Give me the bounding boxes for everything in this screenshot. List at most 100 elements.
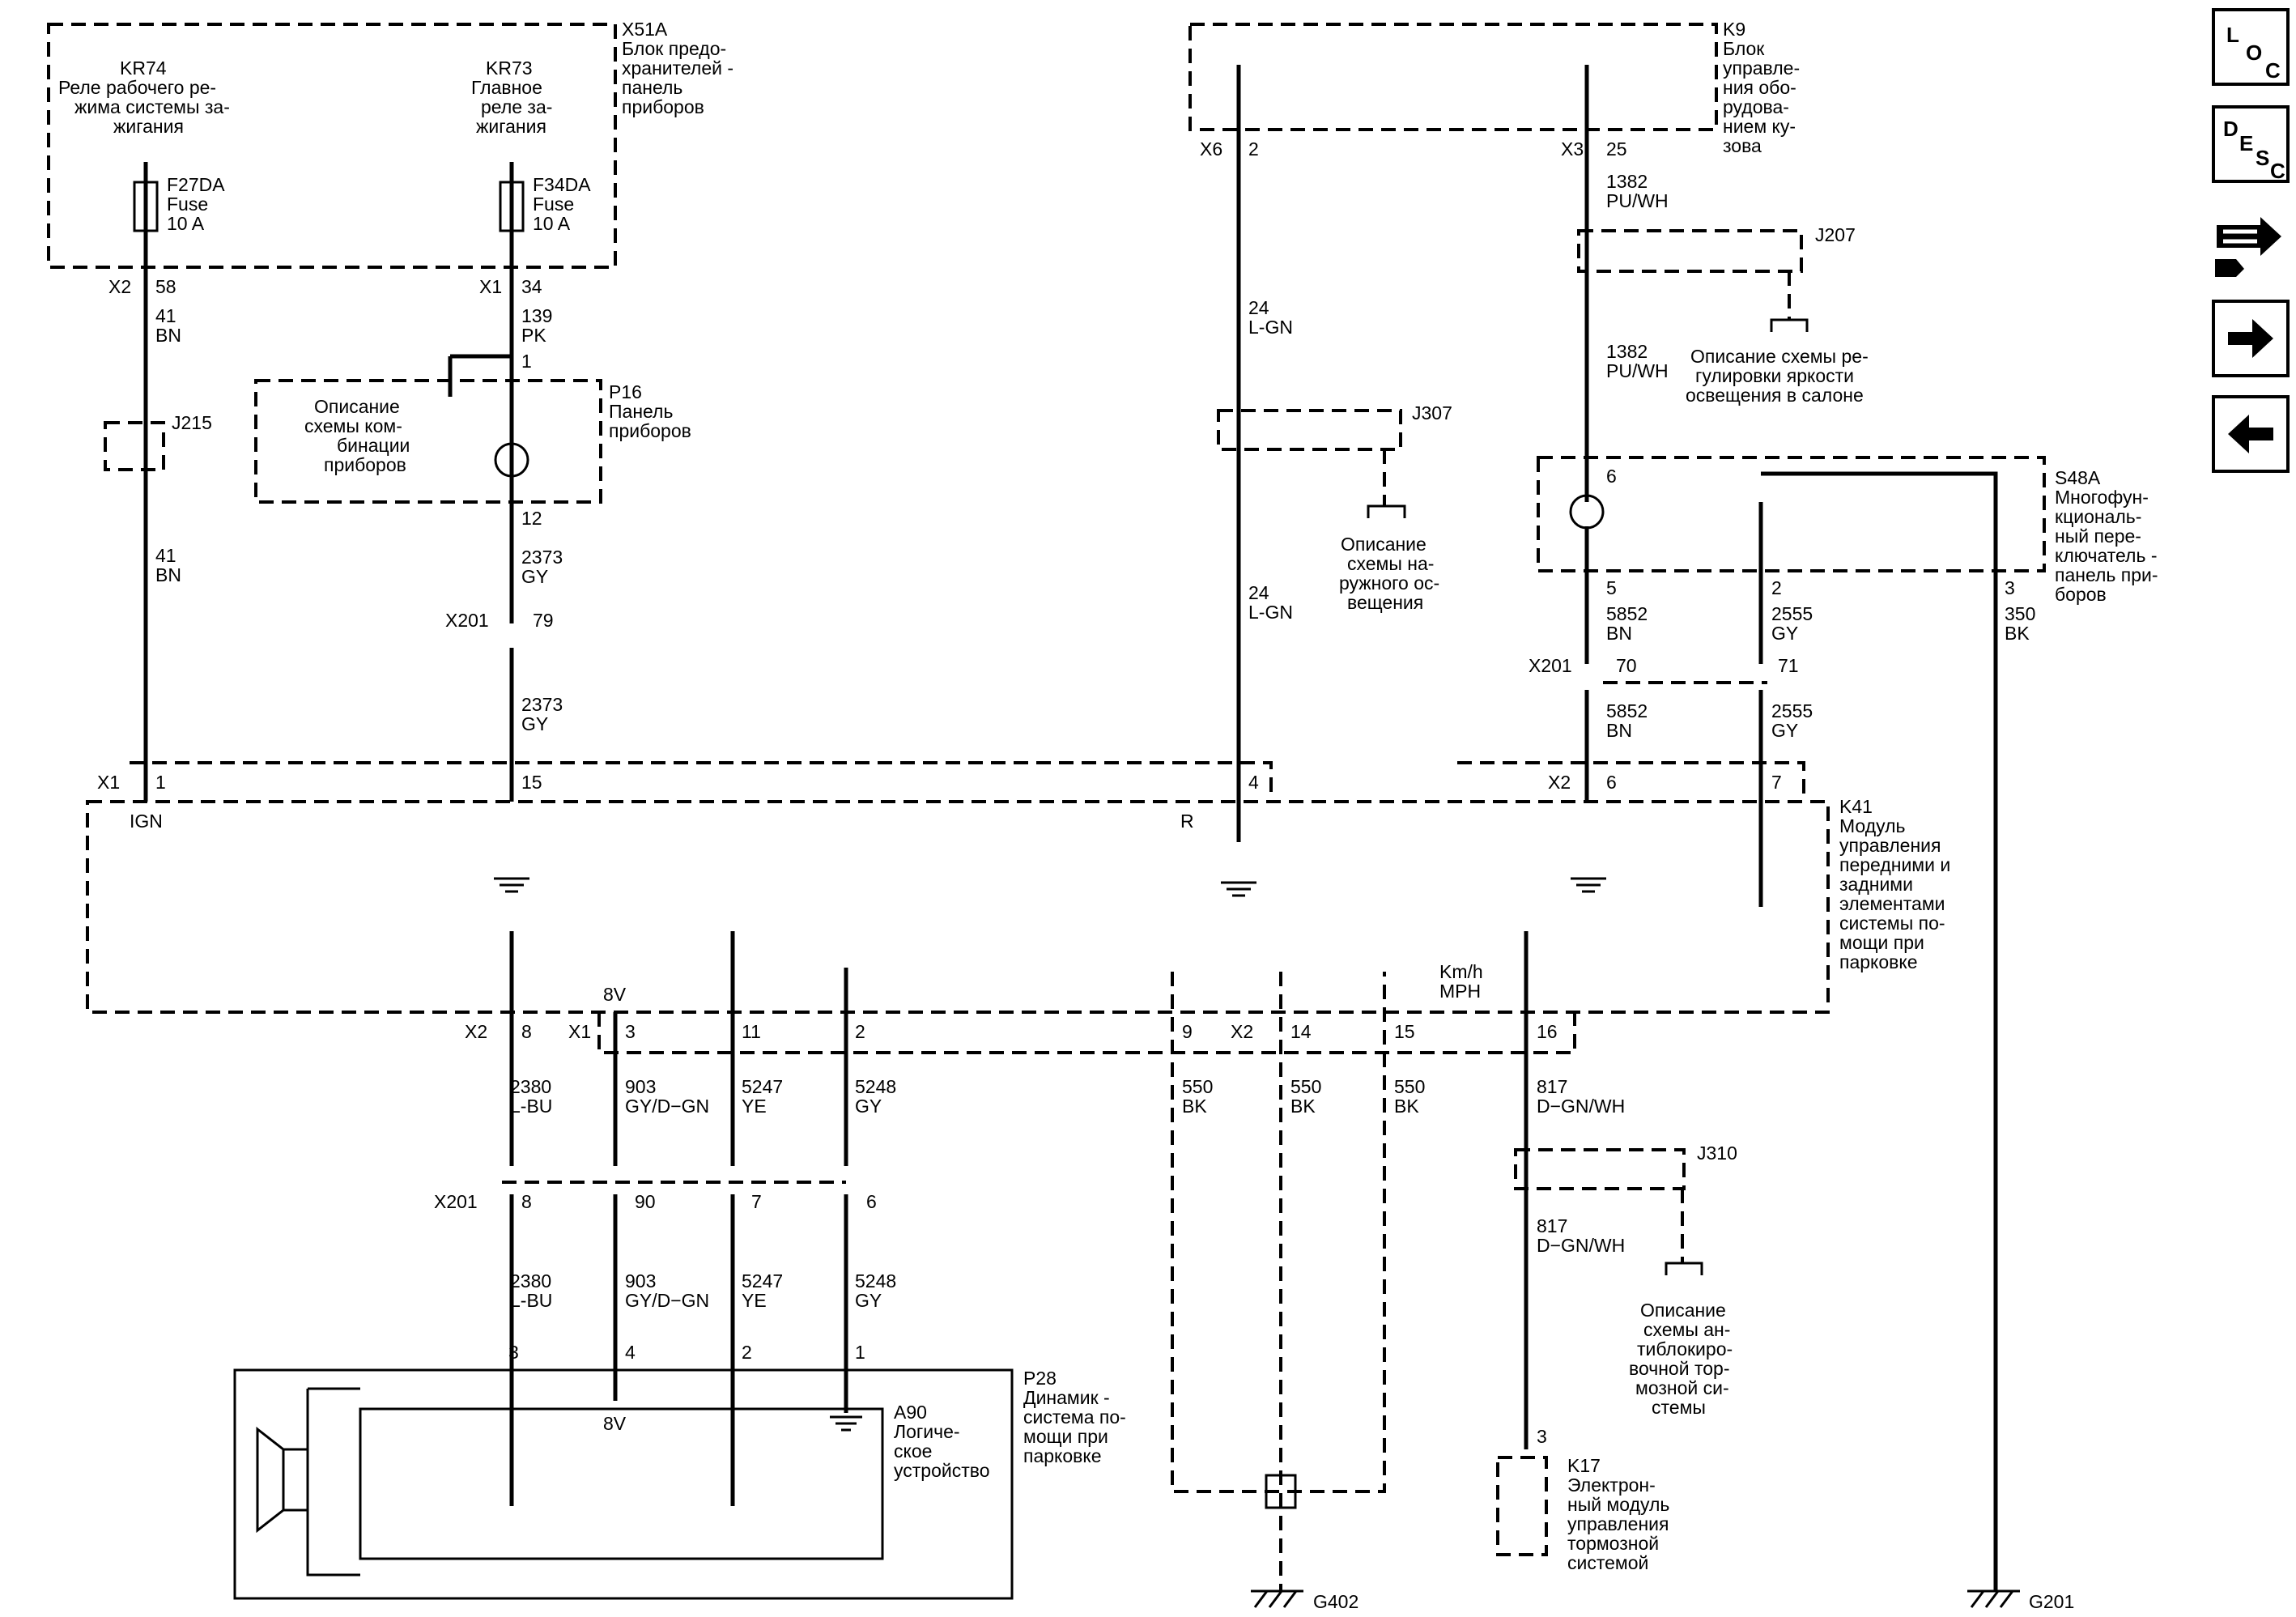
wire-5852-color-2: BN [1606,720,1632,741]
wire-5248-num-2: 5248 [855,1270,896,1291]
k17-line-3: управления [1567,1513,1669,1534]
k17-line-2: ный модуль [1567,1494,1669,1515]
wire-5852-color: BN [1606,623,1632,644]
desc-letter-c: C [2270,159,2285,183]
j310-splice-outline [1514,1148,1686,1190]
desc-letter-d: D [2223,117,2239,141]
kr74-line-3: жигания [113,116,184,137]
pin-k41-2: 2 [855,1021,865,1042]
k9-line-6: зова [1723,135,1762,156]
wire-817-num-2: 817 [1537,1215,1567,1236]
wire-41-num: 41 [155,305,176,326]
s48a-line-5: панель при- [2055,564,2158,585]
kr73-id: KR73 [486,57,533,79]
location-button[interactable]: L O C [2212,8,2290,86]
conn-x3: X3 [1561,138,1584,160]
k41-line-5: элементами [1839,893,1945,914]
k9-body-control-box [1188,23,1718,131]
k9-line-5: нием ку- [1723,116,1796,137]
pin-p16-12: 12 [521,508,542,529]
pin-k41-4: 4 [1248,772,1259,793]
kr73-line-1: Главное [471,77,542,98]
wire-41-color-2: BN [155,564,181,585]
loc-letter-c: C [2265,58,2281,83]
ground-g201: G201 [2029,1591,2074,1612]
conn-x1-lower: X1 [568,1021,591,1042]
pin-x3-25: 25 [1606,138,1627,160]
f27-line-2: Fuse [167,194,208,215]
connector-wrench-button[interactable] [2212,201,2290,279]
wire-2373-num-2: 2373 [521,694,563,715]
wire-2373-color-2: GY [521,713,548,734]
k9-line-2: управле- [1723,57,1800,79]
ground-symbols [494,877,2020,1608]
signal-mph: MPH [1439,981,1481,1002]
conn-x2-top: X2 [108,276,131,297]
j207-splice-outline [1577,229,1803,273]
x1-x2-upper-connector-outline [130,761,1273,802]
wire-2373-color: GY [521,566,548,587]
a90-line-1: Логиче- [894,1421,960,1442]
pin-x201-79: 79 [533,610,554,631]
p16-instrument-panel-box [254,379,602,504]
connector-wrench-icon [2215,217,2281,277]
wire-2380-color-2: L-BU [510,1290,552,1311]
pin-k41-9: 9 [1182,1021,1193,1042]
wire-550-color-1: BK [1182,1096,1207,1117]
wire-2380-num-2: 2380 [510,1270,551,1291]
f27-line-3: 10 A [167,213,205,234]
wire-24-num-2: 24 [1248,582,1269,603]
k9-line-4: рудова- [1723,96,1789,117]
pin-p28-1: 1 [855,1342,865,1363]
conn-x1-top: X1 [479,276,502,297]
j310-ref-4: вочной тор- [1629,1358,1729,1379]
k9-line-1: Блок [1723,38,1765,59]
wire-2555-num: 2555 [1771,603,1813,624]
signal-8v-top: 8V [603,984,627,1005]
f34-line-3: 10 A [533,213,571,234]
wire-350-bk [1761,471,1998,1591]
j310-ref-1: Описание [1640,1300,1726,1321]
conn-x2-lower-right: X2 [1231,1021,1253,1042]
speaker-cone-icon [256,1426,285,1534]
wire-903-color: GY/D−GN [625,1096,709,1117]
wire-903-num: 903 [625,1076,656,1097]
j307-ref-2: схемы на- [1347,553,1434,574]
indicator-lamp-right-icon [1569,494,1605,530]
x2-right-upper-connector-outline [1457,761,1805,802]
next-page-button[interactable] [2212,300,2290,377]
k41-line-4: задними [1839,874,1913,895]
pin-x1-34: 34 [521,276,542,297]
kr73-line-3: жигания [476,116,546,137]
wire-903-color-2: GY/D−GN [625,1290,709,1311]
wire-2555-color-2: GY [1771,720,1798,741]
kr73-line-2: реле за- [481,96,552,117]
signal-kmh: Km/h [1439,961,1483,982]
p16-line-1: Панель [609,401,673,422]
conn-x1-k41: X1 [97,772,120,793]
j307-ref-4: вещения [1347,592,1423,613]
pin-p28-2: 2 [742,1342,752,1363]
wire-5248-num: 5248 [855,1076,896,1097]
k17-line-5: системой [1567,1552,1648,1573]
pin-x201-71: 71 [1778,655,1799,676]
j307-ref-bracket [1367,504,1406,518]
pin-s48-5: 5 [1606,577,1617,598]
wire-550-num-1: 550 [1182,1076,1213,1097]
j215-id: J215 [172,412,212,433]
wire-2380-num: 2380 [510,1076,551,1097]
description-button[interactable]: D E S C [2212,105,2290,183]
s48a-line-1: Многофун- [2055,487,2149,508]
pin-x201-8: 8 [521,1191,532,1212]
pin-k41-8: 8 [521,1021,532,1042]
k41-line-7: мощи при [1839,932,1924,953]
s48a-switch-box [1537,456,2046,572]
pin-k41-3: 3 [625,1021,636,1042]
conn-x6: X6 [1200,138,1222,160]
wire-24-num: 24 [1248,297,1269,318]
previous-page-button[interactable] [2212,395,2290,473]
p16-ref-3: бинации [337,435,410,456]
pin-k41-7: 7 [1771,772,1782,793]
j207-ref-3: освещения в салоне [1686,385,1864,406]
pin-x6-2: 2 [1248,138,1259,160]
